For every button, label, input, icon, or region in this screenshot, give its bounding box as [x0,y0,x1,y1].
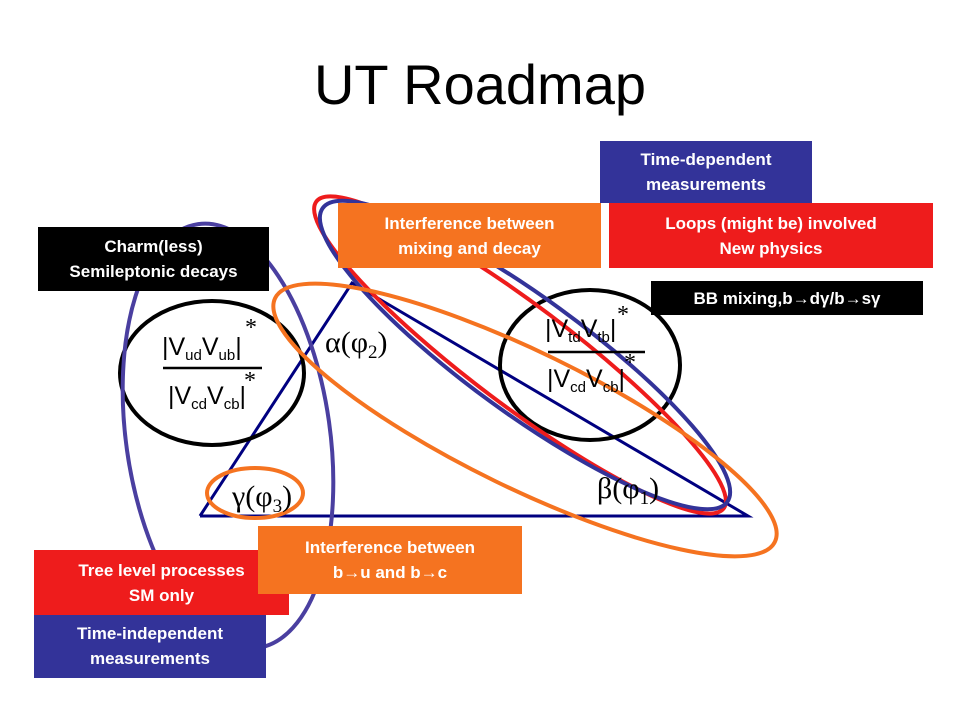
loops-box: Loops (might be) involved New physics [609,203,933,268]
gamma-angle-label: γ(φ3) [231,480,292,517]
charm-line1: Charm(less) [104,237,203,256]
page-title: UT Roadmap [313,53,646,116]
interference-bu-bc-box: Interference between b→u and b→c [258,526,522,594]
interference-mixing-line1: Interference between [384,213,555,233]
tree-level-line1: Tree level processes [78,560,245,580]
time-independent-line2: measurements [89,649,210,668]
charm-line2: Semileptonic decays [69,262,238,281]
loops-line2: New physics [719,238,823,258]
tree-level-box: Tree level processes SM only [34,550,289,615]
bottom-right-orange-ellipse [271,281,779,559]
bb-mixing-text: BB mixing,b→dγ/b→sγ [693,288,881,308]
time-dependent-line1: Time-dependent [640,150,772,169]
right-ratio-denominator: |VcdVcb| [547,365,625,396]
unitarity-triangle [198,280,754,518]
left-ratio-denominator-star: * [244,368,256,394]
left-ratio-numerator-star: * [245,315,257,341]
time-dependent-line2: measurements [645,175,766,194]
left-ratio-numerator: |VudVub| [162,333,242,364]
charm-semileptonic-box: Charm(less) Semileptonic decays [38,227,269,291]
right-ratio-numerator-star: * [617,302,629,328]
time-dependent-box: Time-dependent measurements [600,141,812,203]
interference-mixing-box: Interference between mixing and decay [338,203,601,268]
interference-bu-line1: Interference between [304,538,476,557]
right-ratio-denominator-star: * [624,350,636,376]
time-independent-line1: Time-independent [76,624,224,643]
gamma-orange-ellipse [205,466,305,520]
hypotenuse-blue-ellipse [317,198,733,512]
beta-angle-label: β(φ1) [597,472,659,509]
tree-level-line2: SM only [128,585,195,605]
alpha-angle-label: α(φ2) [325,326,388,363]
left-ratio-ellipse [118,299,306,447]
interference-mixing-line2: mixing and decay [398,238,541,258]
interference-bu-line2: b→u and b→c [332,563,448,582]
loops-line1: Loops (might be) involved [665,213,877,233]
time-independent-box: Time-independent measurements [34,614,266,678]
right-ratio-numerator: |VtdVtb| [545,315,616,346]
hypotenuse-red-ellipse [312,194,728,516]
bb-mixing-box: BB mixing,b→dγ/b→sγ [651,281,923,315]
left-ratio-denominator: |VcdVcb| [168,382,246,413]
right-ratio-ellipse [498,288,682,442]
